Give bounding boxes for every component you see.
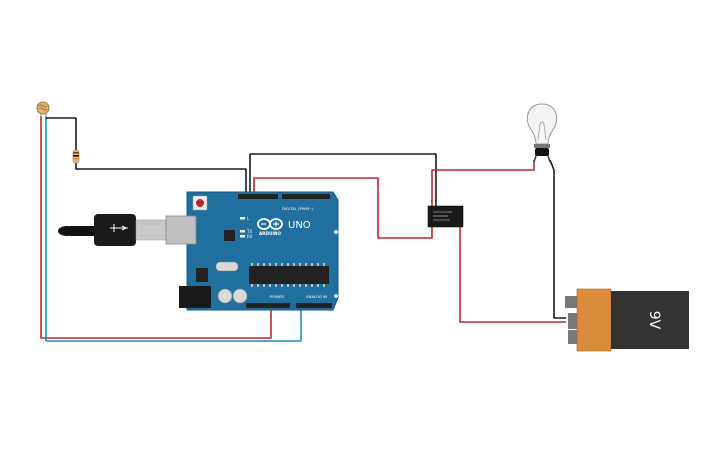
reset-button-cap[interactable] [196,199,204,207]
usb-cable[interactable] [58,214,167,246]
battery-terminal [568,330,579,344]
wire-black-resistor-gnd[interactable] [75,162,247,196]
tx-label: TX [246,229,252,234]
capacitor [217,288,233,304]
wire-black-bulb-battery[interactable] [549,159,566,319]
capacitor [232,288,248,304]
led-l [240,217,245,220]
battery-label: 9V [646,311,662,330]
power-header[interactable] [246,303,290,308]
led-tx [240,230,245,233]
crystal [215,261,239,272]
rx-label: RX [247,234,253,239]
digital-label: DIGITAL (PWM~) [282,206,314,211]
arduino-uno-board[interactable]: L TX RX UNO ARDUINO DIGITAL (PWM~) POWER… [165,191,339,311]
led-rx [240,235,245,238]
resistor[interactable] [72,149,80,164]
arduino-logo-icon [257,218,283,230]
wire-black-photoresistor-resistor[interactable] [46,117,77,150]
wire-red-relay-battery[interactable] [459,226,566,323]
wire-red-arduino-relay[interactable] [253,177,433,239]
relay[interactable] [427,205,464,228]
power-jack [179,286,211,308]
digital-header-right[interactable] [282,194,330,199]
digital-header-left[interactable] [238,194,278,199]
usb-chip [224,230,235,241]
mounting-hole [334,294,338,298]
wire-red-relay-bulb[interactable] [431,160,535,206]
light-bulb[interactable] [526,103,558,163]
usb-port [165,215,197,245]
analog-header[interactable] [296,303,332,308]
brand-label: ARDUINO [259,231,281,236]
mounting-hole [334,230,338,234]
wire-black-arduino-relay[interactable] [249,153,437,206]
photoresistor[interactable] [36,101,50,117]
power-label: POWER [270,294,284,299]
regulator-chip [196,268,208,282]
model-label: UNO [288,220,311,231]
wire-red-photoresistor-5v[interactable] [40,116,272,339]
battery-9v[interactable]: 9V [565,288,689,352]
battery-terminal [568,313,579,329]
atmega-chip [249,266,329,284]
l-label: L [247,216,250,221]
wire-blue-photoresistor-a0[interactable] [45,116,302,342]
wires [40,116,566,342]
analog-label: ANALOG IN [306,294,327,299]
